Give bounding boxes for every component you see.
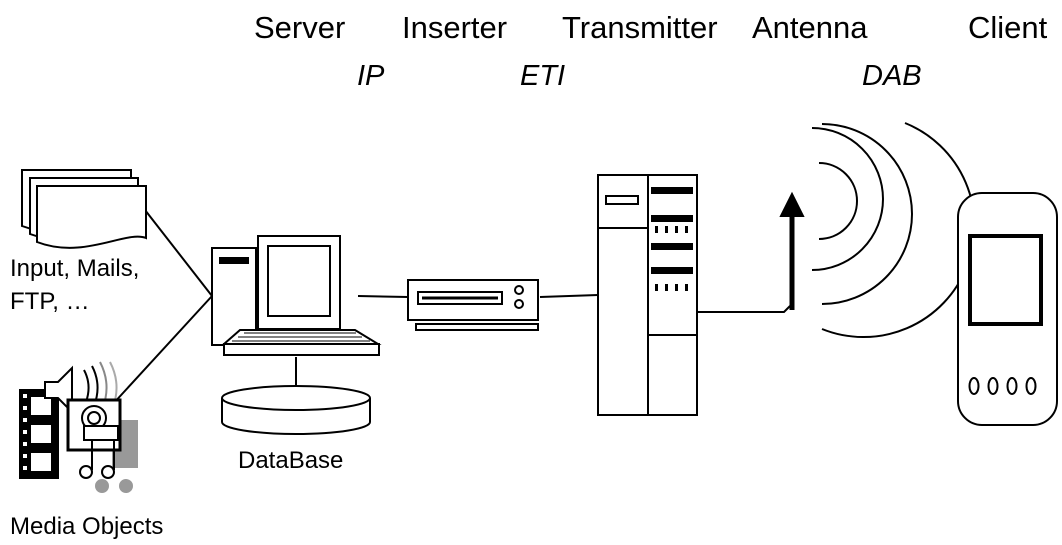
link-input-to-server: [144, 209, 213, 297]
server-computer-icon: [211, 235, 382, 356]
link-server-to-inserter: [357, 295, 409, 298]
header-server: Server: [254, 10, 346, 45]
client-device-icon: [957, 192, 1058, 426]
header-antenna: Antenna: [752, 10, 868, 45]
link-inserter-to-transmitter: [539, 294, 599, 298]
protocol-ip: IP: [357, 60, 385, 92]
input-label-line2: FTP, …: [10, 288, 90, 315]
media-objects-icon: [19, 361, 138, 493]
header-transmitter: Transmitter: [562, 10, 718, 45]
input-documents-icon: [21, 169, 147, 249]
antenna-icon: [779, 191, 805, 310]
link-transmitter-to-antenna: [697, 305, 791, 313]
header-client: Client: [968, 10, 1048, 45]
input-label-line1: Input, Mails,: [10, 255, 140, 282]
header-inserter: Inserter: [402, 10, 508, 45]
media-objects-label: Media Objects: [10, 513, 164, 540]
protocol-dab: DAB: [862, 60, 922, 92]
link-media-to-server: [111, 295, 213, 406]
inserter-device-icon: [407, 279, 539, 331]
radio-waves-icon: [811, 122, 976, 339]
database-icon: [221, 385, 371, 435]
transmitter-rack-icon: [597, 174, 698, 416]
database-label: DataBase: [238, 447, 344, 474]
protocol-eti: ETI: [520, 60, 566, 92]
